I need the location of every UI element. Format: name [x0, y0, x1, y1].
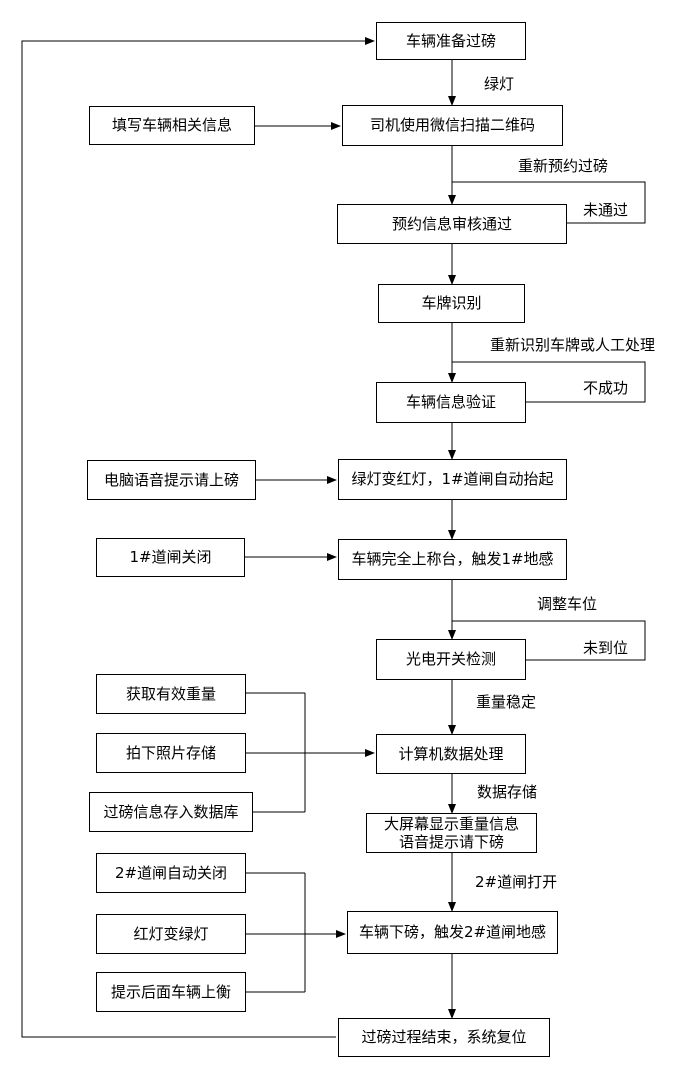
side-text: 提示后面车辆上衡	[110, 982, 231, 1001]
step-process-end: 过磅过程结束，系统复位	[338, 1018, 550, 1057]
label-gate2-open: 2#道闸打开	[475, 873, 558, 891]
step-text: 计算机数据处理	[398, 744, 504, 763]
step-vehicle-ready: 车辆准备过磅	[376, 22, 526, 60]
step-text: 过磅过程结束，系统复位	[361, 1028, 527, 1046]
step-display-weight: 大屏幕显示重量信息 语音提示请下磅	[366, 813, 537, 853]
step-on-scale: 车辆完全上称台，触发1#地感	[338, 539, 567, 580]
side-voice-prompt: 电脑语音提示请上磅	[87, 460, 256, 500]
step-scan-qr: 司机使用微信扫描二维码	[342, 105, 563, 146]
step-text: 光电开关检测	[405, 650, 496, 668]
step-vehicle-verification: 车辆信息验证	[376, 382, 526, 423]
step-text: 车辆完全上称台，触发1#地感	[351, 550, 554, 568]
side-fill-vehicle-info: 填写车辆相关信息	[89, 106, 255, 145]
label-rebook: 重新预约过磅	[518, 157, 609, 175]
step-text: 车辆准备过磅	[405, 31, 496, 50]
side-text: 拍下照片存储	[125, 743, 216, 762]
step-text: 司机使用微信扫描二维码	[369, 116, 535, 134]
side-light-change: 红灯变绿灯	[96, 914, 246, 954]
side-text: 电脑语音提示请上磅	[103, 470, 239, 489]
label-reidentify: 重新识别车牌或人工处理	[490, 336, 656, 354]
step-exit-scale: 车辆下磅，触发2#道闸地感	[347, 911, 558, 954]
step-text: 车牌识别	[421, 294, 482, 312]
label-weight-stable: 重量稳定	[476, 693, 537, 711]
side-text: 红灯变绿灯	[133, 924, 209, 943]
side-text: 2#道闸自动关闭	[114, 863, 228, 882]
label-not-passed: 未通过	[583, 201, 629, 219]
step-text: 绿灯变红灯，1#道闸自动抬起	[351, 470, 554, 488]
step-text: 车辆下磅，触发2#道闸地感	[358, 923, 547, 941]
step-gate1-open: 绿灯变红灯，1#道闸自动抬起	[338, 459, 567, 500]
side-text: 填写车辆相关信息	[111, 116, 232, 134]
step-data-processing: 计算机数据处理	[376, 734, 526, 774]
side-gate2-close: 2#道闸自动关闭	[96, 853, 246, 893]
step-text: 预约信息审核通过	[391, 214, 512, 233]
label-failed: 不成功	[583, 379, 629, 397]
side-take-photo: 拍下照片存储	[96, 733, 246, 773]
side-gate1-close: 1#道闸关闭	[96, 538, 245, 577]
step-text-line1: 大屏幕显示重量信息	[383, 815, 519, 833]
step-plate-recognition: 车牌识别	[378, 284, 525, 323]
side-text: 获取有效重量	[125, 684, 216, 703]
label-not-in-position: 未到位	[583, 639, 629, 657]
step-booking-approved: 预约信息审核通过	[337, 204, 567, 244]
step-text: 车辆信息验证	[405, 393, 496, 411]
side-text: 1#道闸关闭	[129, 548, 212, 566]
side-prompt-next: 提示后面车辆上衡	[96, 972, 246, 1012]
label-data-storage: 数据存储	[477, 783, 538, 801]
side-get-weight: 获取有效重量	[96, 674, 246, 714]
side-save-database: 过磅信息存入数据库	[89, 792, 253, 832]
side-text: 过磅信息存入数据库	[103, 802, 239, 821]
label-adjust-position: 调整车位	[537, 595, 598, 613]
label-green-light: 绿灯	[484, 75, 515, 93]
step-photoelectric-check: 光电开关检测	[376, 639, 526, 680]
step-text-line2: 语音提示请下磅	[398, 833, 504, 851]
